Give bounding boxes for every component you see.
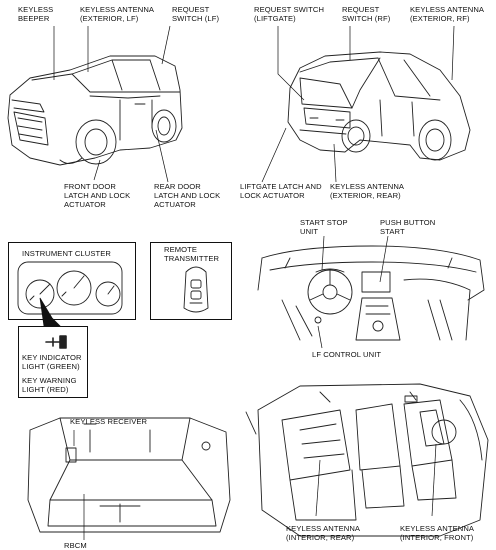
label-rear-door-actuator: REAR DOOR LATCH AND LOCK ACTUATOR <box>154 182 221 209</box>
instrument-cluster-panel <box>8 242 136 320</box>
label-antenna-exterior-lf: KEYLESS ANTENNA (EXTERIOR, LF) <box>80 5 155 23</box>
front-vehicle-illustration <box>7 55 183 166</box>
remote-transmitter-panel <box>150 242 232 320</box>
remote-transmitter-illustration <box>183 266 209 313</box>
key-indicator-symbol <box>45 335 67 349</box>
cargo-area-illustration <box>27 417 231 533</box>
label-push-button-start: PUSH BUTTON START <box>380 218 436 236</box>
instrument-cluster-illustration <box>17 261 123 315</box>
label-rbcm: RBCM <box>64 541 87 550</box>
label-instrument-cluster: INSTRUMENT CLUSTER <box>22 249 111 258</box>
label-key-warning-light: KEY WARNING LIGHT (RED) <box>22 376 77 394</box>
label-keyless-beeper: KEYLESS BEEPER <box>18 5 54 23</box>
label-lf-control-unit: LF CONTROL UNIT <box>312 350 382 359</box>
label-front-door-actuator: FRONT DOOR LATCH AND LOCK ACTUATOR <box>64 182 131 209</box>
label-antenna-interior-front: KEYLESS ANTENNA (INTERIOR, FRONT) <box>400 524 475 542</box>
label-antenna-exterior-rf: KEYLESS ANTENNA (EXTERIOR, RF) <box>410 5 485 23</box>
rear-vehicle-illustration <box>287 51 471 161</box>
label-request-switch-rf: REQUEST SWITCH (RF) <box>342 5 391 23</box>
cockpit-illustration <box>257 245 485 341</box>
interior-illustration <box>245 383 489 537</box>
label-liftgate-actuator: LIFTGATE LATCH AND LOCK ACTUATOR <box>240 182 322 200</box>
label-request-switch-lf: REQUEST SWITCH (LF) <box>172 5 220 23</box>
label-start-stop-unit: START STOP UNIT <box>300 218 348 236</box>
label-request-switch-liftgate: REQUEST SWITCH (LIFTGATE) <box>254 5 325 23</box>
label-keyless-receiver: KEYLESS RECEIVER <box>70 417 148 426</box>
label-key-indicator-light: KEY INDICATOR LIGHT (GREEN) <box>22 353 82 371</box>
key-indicator-inset <box>18 326 88 398</box>
label-antenna-interior-rear: KEYLESS ANTENNA (INTERIOR, REAR) <box>286 524 361 542</box>
label-antenna-exterior-rear: KEYLESS ANTENNA (EXTERIOR, REAR) <box>330 182 405 200</box>
label-remote-transmitter: REMOTE TRANSMITTER <box>164 245 220 263</box>
